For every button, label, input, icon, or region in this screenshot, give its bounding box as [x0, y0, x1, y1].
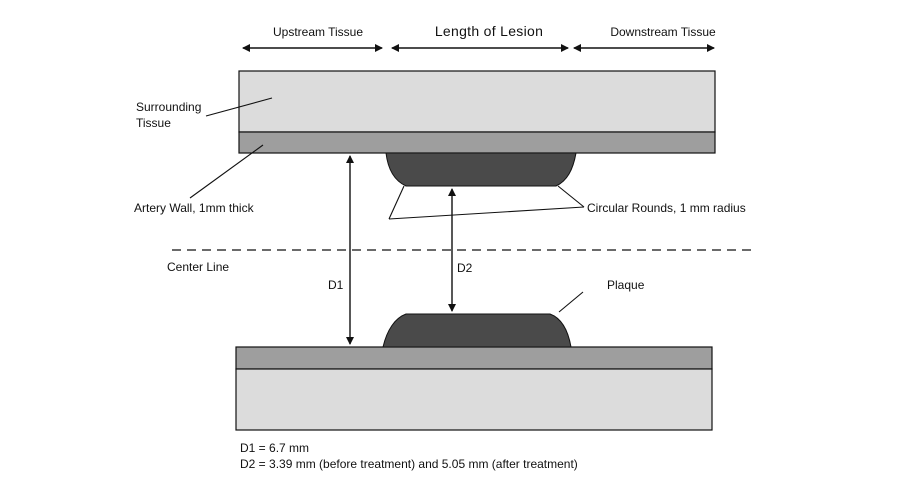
- lower-artery-wall: [235, 346, 713, 370]
- lesion-length-label: Length of Lesion: [435, 23, 543, 39]
- d2-value-note: D2 = 3.39 mm (before treatment) and 5.05…: [240, 457, 578, 471]
- plaque-leader: [558, 291, 584, 313]
- lower-surrounding-tissue: [235, 368, 713, 431]
- upper-plaque: [385, 152, 577, 187]
- d1-label: D1: [328, 278, 344, 292]
- rounds-leader-right-corner: [557, 185, 585, 208]
- d2-label: D2: [457, 261, 473, 275]
- surrounding-leader: [205, 97, 273, 117]
- upper-surrounding-tissue: [238, 70, 716, 133]
- lower-plaque: [382, 313, 572, 348]
- dimension-notes: D1 = 6.7 mm D2 = 3.39 mm (before treatme…: [240, 440, 578, 472]
- upstream-label: Upstream Tissue: [273, 25, 363, 39]
- artery-wall-label: Artery Wall, 1mm thick: [134, 201, 255, 215]
- circular-rounds-label: Circular Rounds, 1 mm radius: [587, 201, 746, 215]
- surrounding-label-line1: Surrounding: [136, 100, 201, 114]
- downstream-label: Downstream Tissue: [610, 25, 716, 39]
- surrounding-label-line2: Tissue: [136, 116, 171, 130]
- rounds-leader-left: [388, 206, 585, 220]
- upper-artery-wall: [238, 131, 716, 154]
- d1-value-note: D1 = 6.7 mm: [240, 441, 310, 455]
- center-line-label: Center Line: [167, 260, 229, 274]
- rounds-leader-left-corner: [388, 185, 405, 220]
- plaque-label: Plaque: [607, 278, 645, 292]
- artery-wall-leader: [189, 144, 264, 199]
